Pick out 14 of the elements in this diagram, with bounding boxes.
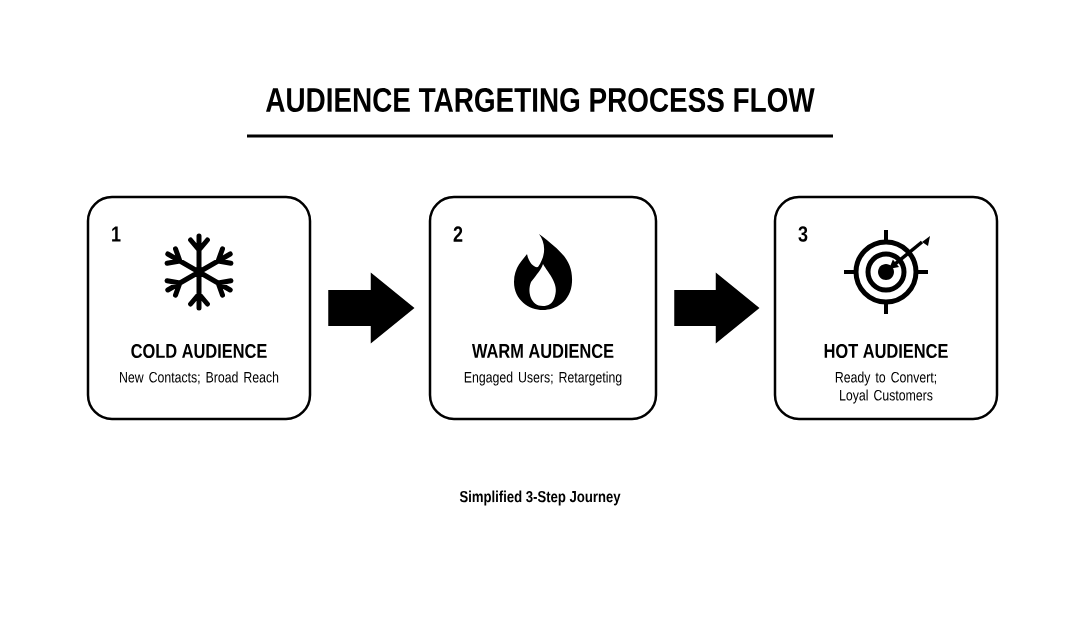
step-number: 3 [798,226,808,242]
step-card [86,195,312,421]
step-heading: WARM AUDIENCE [471,343,614,359]
step-description: Engaged Users; Retargeting [464,371,622,386]
step-heading: HOT AUDIENCE [824,343,948,359]
step-description: Ready to Convert; Loyal Customers [835,371,936,404]
step-number: 1 [112,226,121,242]
title: AUDIENCE TARGETING PROCESS FLOW [266,87,815,112]
caption: Simplified 3-Step Journey [459,490,621,506]
step-card [428,195,658,421]
step-heading: COLD AUDIENCE [131,343,267,359]
step-number: 2 [453,226,463,242]
step-card [773,195,999,421]
step-description: New Contacts; Broad Reach [120,371,279,385]
